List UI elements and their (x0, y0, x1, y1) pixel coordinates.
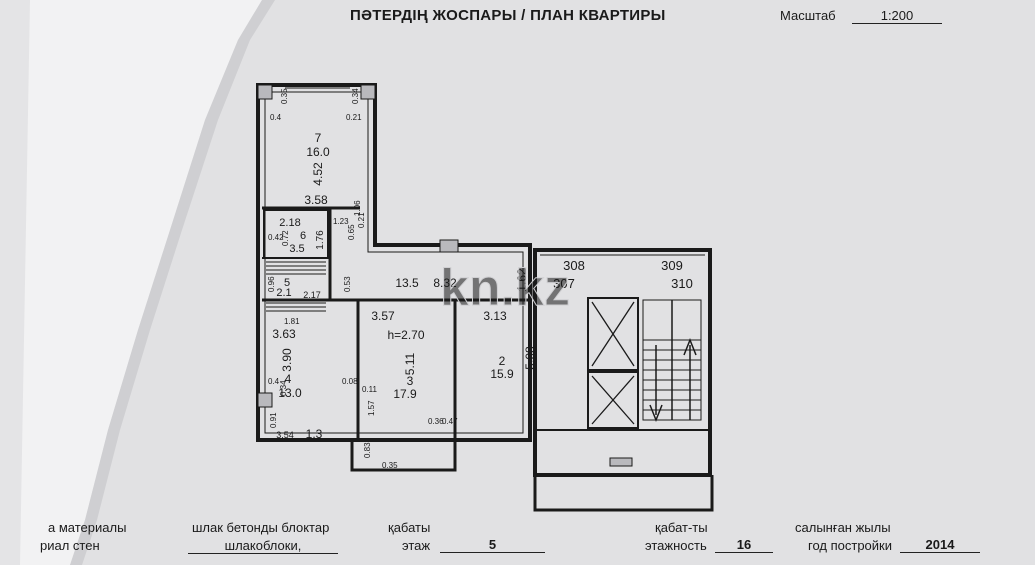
floors-label-1: қабат-ты (655, 520, 708, 535)
material-label-2: риал стен (40, 538, 100, 553)
room-2-area: 15.9 (490, 367, 514, 381)
dim-label: 0.34 (351, 88, 360, 104)
room-1-area: 13.5 (395, 276, 419, 290)
material-value-1: шлак бетонды блоктар (192, 520, 330, 535)
dim-label: 0.36 (428, 417, 444, 426)
floors-value: 16 (715, 537, 773, 553)
dim-label: 0.91 (269, 412, 278, 428)
room-2-number: 2 (499, 354, 506, 368)
room-6-dim-v: 1.76 (315, 230, 326, 250)
room-4-area: 13.0 (278, 386, 302, 400)
dim-label: 1.06 (353, 200, 362, 216)
room-7-dim-v: 4.52 (311, 162, 325, 186)
room-2-dim-h: 3.13 (483, 309, 507, 323)
floor-value: 5 (440, 537, 545, 553)
room-5-number: 5 (284, 277, 290, 289)
dim-label: 0.35 (382, 461, 398, 470)
dim-label: 1.81 (284, 317, 300, 326)
room-3-dim-v: 5.11 (403, 352, 417, 375)
room-6-dim-h: 2.18 (279, 217, 300, 229)
watermark: kn.kz (440, 259, 570, 317)
scale-label: Масштаб (780, 8, 836, 23)
floor-label-1: қабаты (388, 520, 431, 535)
dim-label: 0.35 (280, 88, 289, 104)
material-label-1: а материалы (48, 520, 127, 535)
dim-label: 0.53 (343, 276, 352, 292)
dim-label: 0.47 (442, 417, 458, 426)
dim-label: 0.4 (270, 113, 282, 122)
room-2-dim-v: 5.08 (523, 346, 537, 370)
room-3-height: h=2.70 (387, 328, 424, 342)
dim-label: 0.42 (268, 233, 284, 242)
dim-label: 0.65 (347, 224, 356, 240)
room-3-number: 3 (407, 374, 414, 388)
dim-label: 0.21 (346, 113, 362, 122)
dim-label: 0.34 (279, 380, 288, 396)
year-label-1: салынған жылы (795, 520, 891, 535)
apartment-307: 307 (553, 276, 575, 291)
room-1-dim-v: 1.62 (515, 268, 529, 292)
dim-label: 1.23 (333, 217, 349, 226)
apartment-310: 310 (671, 276, 693, 291)
apartment-308: 308 (563, 258, 585, 273)
room-3-dim-h: 3.57 (371, 309, 395, 323)
material-value-2: шлакоблоки, (188, 538, 338, 554)
room-7-number: 7 (315, 131, 322, 145)
room-6-number: 6 (300, 230, 306, 242)
dim-label: 0.83 (363, 442, 372, 458)
dim-label: 0.08 (342, 377, 358, 386)
dim-label: 0.72 (281, 230, 290, 246)
dim-label: 0.4 (268, 377, 280, 386)
scale-value: 1:200 (852, 8, 942, 24)
year-value: 2014 (900, 537, 980, 553)
balcony-dim-h: 3.54 (276, 430, 294, 440)
balcony-area: 1.3 (306, 427, 323, 441)
room-5-area: 2.1 (276, 287, 291, 299)
year-label-2: год постройки (808, 538, 892, 553)
dim-label: 0.11 (362, 385, 378, 394)
room-7-area: 16.0 (306, 145, 330, 159)
floors-label-2: этажность (645, 538, 707, 553)
room-4-number: 4 (285, 372, 292, 386)
room-4-dim-h: 3.63 (272, 327, 296, 341)
room-5-dim-h: 2.17 (303, 290, 321, 300)
room-4-dim-v: 3.90 (280, 348, 294, 372)
floor-label-2: этаж (402, 538, 431, 553)
room-3-area: 17.9 (393, 387, 417, 401)
dim-label: 1.57 (367, 400, 376, 416)
plan-title: ПӘТЕРДІҢ ЖОСПАРЫ / ПЛАН КВАРТИРЫ (350, 7, 666, 24)
dim-label: 0.96 (267, 276, 276, 292)
dim-label: 0.21 (357, 212, 366, 228)
room-7-dim-h: 3.58 (304, 193, 328, 207)
room-6-area: 3.5 (289, 243, 304, 255)
apartment-309: 309 (661, 258, 683, 273)
room-1-dim-h: 8.32 (433, 276, 457, 290)
